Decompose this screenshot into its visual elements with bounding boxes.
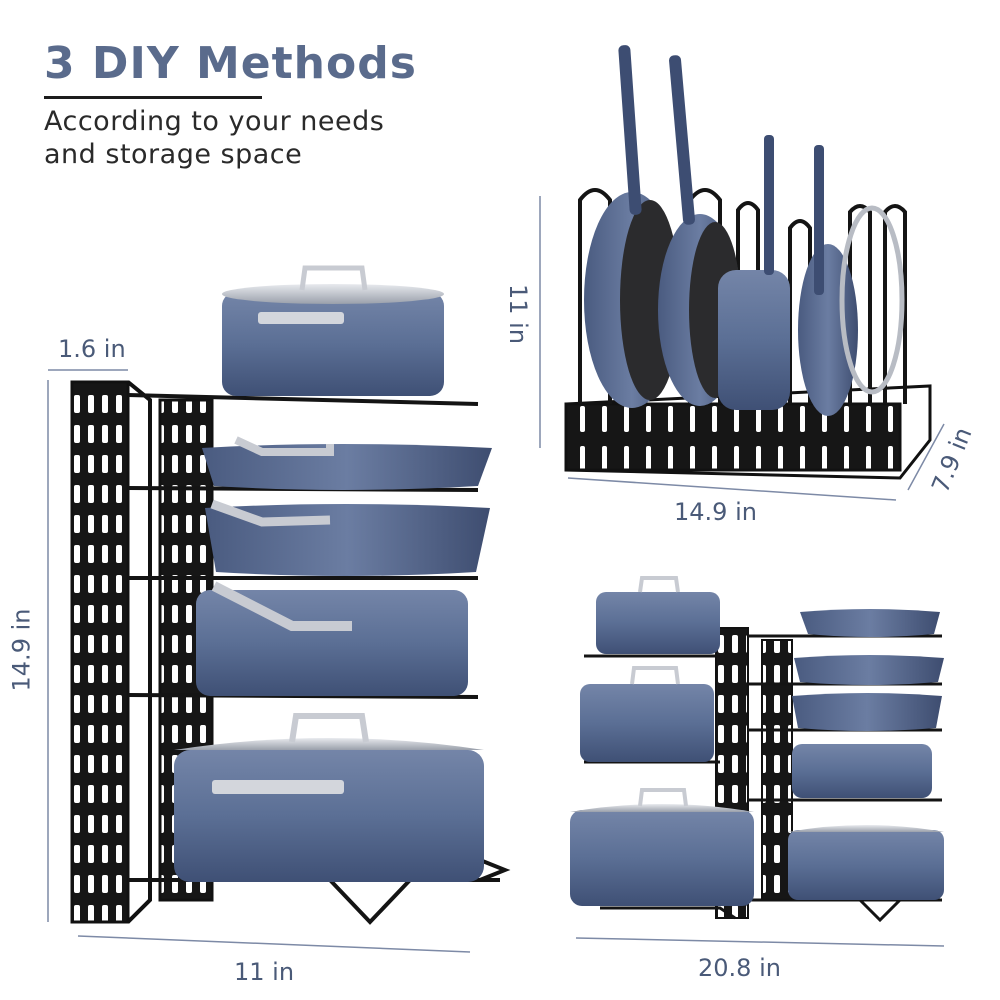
stock-pot <box>174 750 484 882</box>
dimension-label-height: 11 in <box>504 283 533 345</box>
standing-saucepan <box>718 270 790 410</box>
dimension-label-depth: 11 in <box>234 958 295 986</box>
standing-pan <box>798 244 858 416</box>
title-underline <box>44 96 262 99</box>
dimension-label-width: 20.8 in <box>698 954 781 982</box>
page-title: 3 DIY Methods <box>44 38 417 89</box>
dimension-label-length: 14.9 in <box>674 498 757 526</box>
subtitle-line-2: and storage space <box>44 139 303 170</box>
casserole-pot <box>196 590 468 696</box>
rack-upright-left <box>70 380 130 924</box>
subtitle-line-1: According to your needs <box>44 106 385 137</box>
dimension-label-width: 1.6 in <box>58 335 126 363</box>
double-rack-illustration <box>570 576 944 923</box>
rack-base <box>564 402 902 472</box>
dimension-label-height: 14.9 in <box>7 608 36 692</box>
glass-lid <box>839 205 905 395</box>
horizontal-rack-illustration <box>564 45 932 480</box>
rack-dividers <box>578 188 907 404</box>
cookware-stack <box>174 265 492 882</box>
vertical-rack-illustration <box>70 265 511 925</box>
pot <box>222 292 444 396</box>
frying-pan <box>202 444 492 490</box>
dimension-lines <box>47 196 945 953</box>
